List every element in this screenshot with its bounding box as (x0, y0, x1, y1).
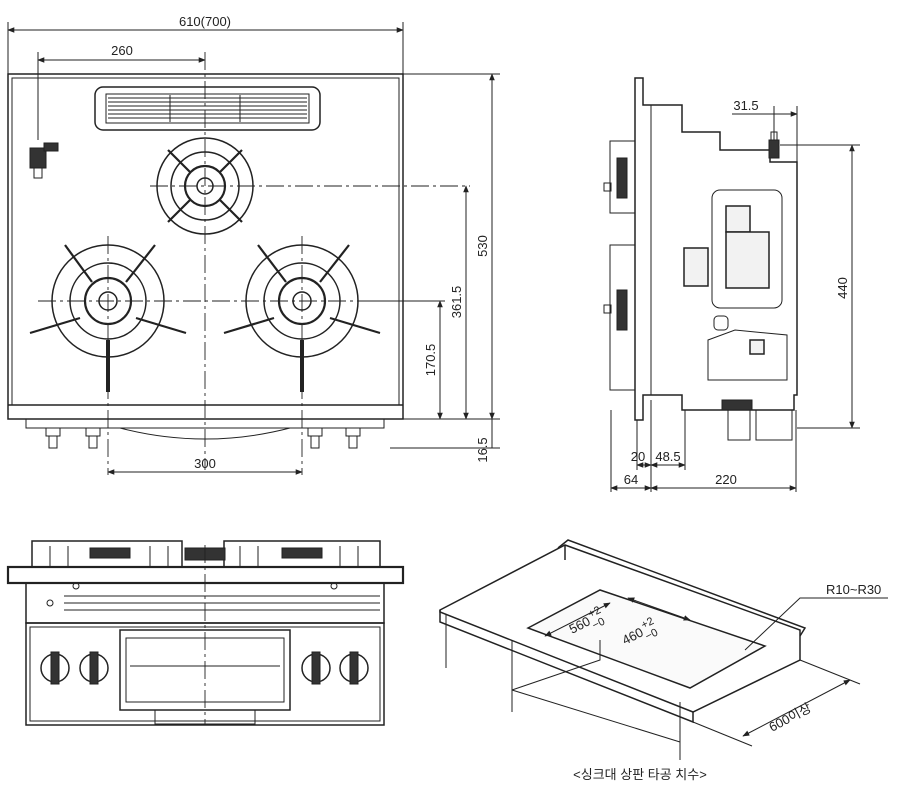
dim-counter-depth: 600이상 (766, 700, 813, 735)
dim-depth: 530 (475, 235, 490, 257)
cutout-caption: <싱크대 상판 타공 치수> (573, 767, 707, 782)
dim-rear-burner-center: 361.5 (449, 286, 464, 319)
dim-leg-height: 16.5 (475, 437, 490, 462)
gas-inlet-icon (29, 142, 59, 179)
dim-front-burner-center: 170.5 (423, 344, 438, 377)
feet (45, 427, 361, 449)
vent-grille (108, 95, 307, 122)
front-view (6, 540, 405, 726)
side-knob-upper (603, 140, 636, 214)
front-vent-slots (46, 595, 380, 611)
side-knob-lower (603, 244, 636, 391)
dim-front-burner-spacing: 300 (194, 456, 216, 471)
dim-side-inlet-offset: 31.5 (733, 98, 758, 113)
dim-overall-width: 610(700) (179, 14, 231, 29)
knob-1-icon (40, 651, 70, 685)
dim-corner-radius: R10~R30 (826, 582, 881, 597)
dim-side-20: 20 (631, 449, 645, 464)
dim-side-height: 440 (835, 277, 850, 299)
dim-side-64: 64 (624, 472, 638, 487)
dim-side-220: 220 (715, 472, 737, 487)
side-view: 31.5 440 20 48.5 64 220 (603, 77, 860, 492)
knob-3-icon (301, 651, 331, 685)
top-view: 610(700) 260 (7, 14, 500, 475)
knob-2-icon (79, 651, 109, 685)
dim-side-48-5: 48.5 (655, 449, 680, 464)
dim-gas-inlet-offset: 260 (111, 43, 133, 58)
cutout-view: 560+2−0 460+2−0 R10~R30 600이상 <싱크대 상판 타공… (439, 539, 888, 782)
knob-4-icon (339, 651, 369, 685)
